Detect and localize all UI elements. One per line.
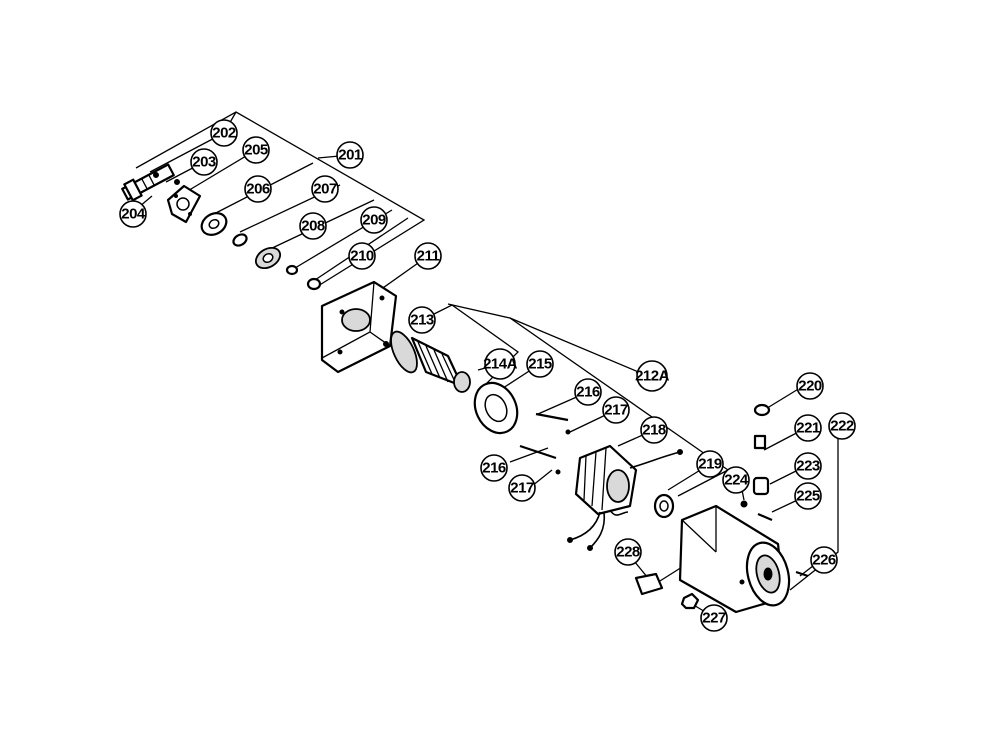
part-end-screws: [795, 570, 809, 578]
svg-text:206: 206: [246, 181, 270, 198]
parts: [121, 163, 809, 614]
svg-text:219: 219: [698, 456, 722, 473]
callout-214A: 214A: [483, 348, 518, 380]
part-armature: [383, 330, 471, 393]
svg-text:212A: 212A: [635, 368, 670, 385]
callout-202: 202: [210, 119, 238, 147]
svg-text:221: 221: [796, 420, 820, 437]
callout-207: 207: [311, 175, 339, 203]
svg-text:228: 228: [616, 544, 640, 561]
callout-201: 201: [336, 141, 364, 169]
callout-215: 215: [526, 350, 554, 378]
callout-213: 213: [408, 306, 436, 334]
svg-text:226: 226: [812, 552, 836, 569]
callout-209: 209: [360, 206, 388, 234]
part-motor-housing: [678, 504, 791, 614]
part-field-stator: [567, 444, 683, 551]
callout-212A: 212A: [635, 360, 670, 392]
callout-211: 211: [414, 242, 442, 270]
svg-text:210: 210: [350, 248, 374, 265]
svg-text:205: 205: [244, 142, 268, 159]
svg-text:202: 202: [212, 125, 236, 142]
callout-216-upper: 216: [574, 378, 602, 406]
callout-226: 226: [810, 546, 838, 574]
callout-222: 222: [828, 412, 856, 440]
part-plate: [166, 184, 202, 224]
part-label-plate: [634, 572, 664, 596]
svg-text:224: 224: [724, 472, 749, 489]
part-screw-lower: [519, 444, 557, 460]
svg-text:225: 225: [796, 488, 820, 505]
callouts: 201 202 203 204 205 206 207 208 209 210 …: [119, 119, 856, 632]
callout-219: 219: [696, 450, 724, 478]
part-pin: [174, 179, 180, 185]
svg-text:204: 204: [121, 206, 146, 223]
callout-221: 221: [794, 414, 822, 442]
part-brush-screw: [740, 500, 748, 508]
svg-text:209: 209: [362, 212, 386, 229]
svg-text:216: 216: [576, 384, 600, 401]
svg-text:214A: 214A: [483, 356, 518, 373]
svg-text:215: 215: [528, 356, 552, 373]
callout-220: 220: [796, 372, 824, 400]
callout-224: 224: [722, 466, 750, 494]
callout-227: 227: [700, 604, 728, 632]
part-retaining-ring: [232, 233, 248, 247]
part-key: [153, 172, 159, 178]
callout-217-lower: 217: [508, 474, 536, 502]
part-baffle: [473, 381, 519, 435]
svg-text:220: 220: [798, 378, 822, 395]
svg-text:223: 223: [796, 458, 820, 475]
part-bearing-large: [200, 212, 228, 236]
part-brush-holder: [752, 476, 770, 496]
part-screw-rear: [757, 512, 773, 522]
svg-text:217: 217: [604, 402, 628, 419]
part-brush-cap: [753, 403, 771, 417]
callout-208: 208: [299, 212, 327, 240]
svg-text:207: 207: [313, 181, 337, 198]
svg-text:203: 203: [192, 154, 216, 171]
svg-text:218: 218: [642, 422, 666, 439]
callout-228: 228: [614, 538, 642, 566]
callout-210: 210: [348, 242, 376, 270]
callout-218: 218: [640, 416, 668, 444]
svg-text:227: 227: [702, 610, 726, 627]
callout-217-upper: 217: [602, 396, 630, 424]
part-bushing: [306, 277, 322, 291]
svg-text:201: 201: [338, 147, 362, 164]
part-gear-housing: [320, 280, 398, 374]
callout-204: 204: [119, 200, 147, 228]
part-screw-upper: [535, 412, 569, 422]
callout-205: 205: [242, 136, 270, 164]
part-brush: [753, 434, 767, 450]
part-shaft: [121, 163, 175, 202]
part-nut: [680, 592, 700, 610]
callout-203: 203: [190, 148, 218, 176]
callout-225: 225: [794, 482, 822, 510]
part-rear-bearing: [653, 493, 675, 519]
svg-text:222: 222: [830, 418, 854, 435]
leader-lines: [132, 111, 839, 617]
svg-text:208: 208: [301, 218, 325, 235]
svg-text:216: 216: [482, 460, 506, 477]
callout-216-lower: 216: [480, 454, 508, 482]
svg-text:217: 217: [510, 480, 534, 497]
svg-text:211: 211: [417, 248, 440, 265]
callout-206: 206: [244, 175, 272, 203]
svg-text:213: 213: [410, 312, 434, 329]
callout-223: 223: [794, 452, 822, 480]
part-washer: [285, 264, 299, 276]
part-gear: [254, 246, 282, 270]
